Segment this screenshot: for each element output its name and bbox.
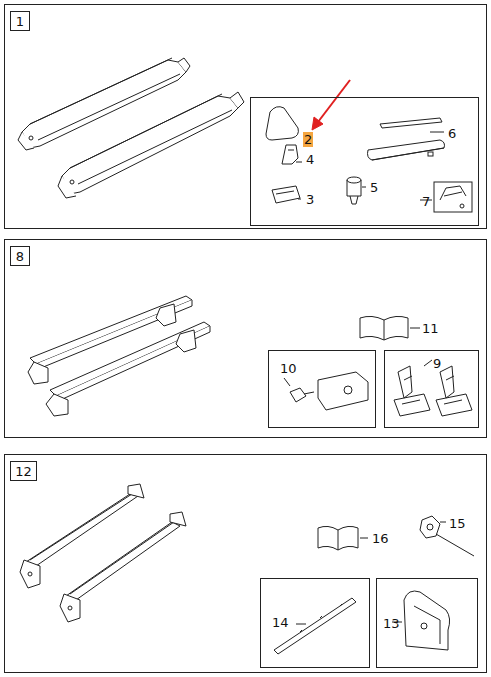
torque-tool xyxy=(420,516,474,556)
parts-detail-frame: 13 xyxy=(376,578,478,668)
figure-number: 12 xyxy=(14,464,33,479)
leader-line xyxy=(296,132,444,200)
figure-number: 8 xyxy=(15,249,25,264)
parts-detail-frame: 14 xyxy=(260,578,370,668)
rail-strip xyxy=(368,118,445,160)
bracket xyxy=(282,145,298,164)
leader-line xyxy=(424,360,432,366)
key xyxy=(284,372,368,410)
callout-number: 14 xyxy=(271,615,290,630)
mounting-foot xyxy=(394,366,472,416)
callout-number: 6 xyxy=(447,126,457,141)
callout-number: 3 xyxy=(305,192,315,207)
panel-frame xyxy=(5,5,487,229)
figure-number: 1 xyxy=(15,14,25,29)
roof-bar xyxy=(20,484,186,622)
instruction-booklet xyxy=(360,316,420,340)
figure-number-box: 12 xyxy=(10,461,37,481)
figure-number-box: 1 xyxy=(10,11,30,31)
panel-frame xyxy=(5,455,487,673)
callout-number: 10 xyxy=(279,361,298,376)
lock-cylinder xyxy=(347,177,361,204)
roof-bar xyxy=(18,58,244,198)
foot-cover xyxy=(266,107,298,140)
panel-frame xyxy=(5,240,487,438)
parts-detail-frame: 2 4 3 5 6 7 xyxy=(250,97,479,226)
parts-detail-frame: 9 xyxy=(384,350,479,428)
roof-bar xyxy=(28,296,210,416)
pointer-arrow xyxy=(312,80,350,130)
parts-detail-frame: 10 xyxy=(268,350,376,428)
callout-number: 4 xyxy=(305,152,315,167)
callout-number: 9 xyxy=(432,356,442,371)
callout-number: 5 xyxy=(369,180,379,195)
callout-number: 16 xyxy=(372,531,389,546)
end-cap xyxy=(404,591,450,650)
callout-number: 11 xyxy=(422,321,439,336)
callout-number: 7 xyxy=(421,194,431,209)
callout-number: 13 xyxy=(382,616,401,631)
rubber-pad xyxy=(272,186,300,203)
callout-number: 2 xyxy=(303,132,313,147)
instruction-booklet xyxy=(318,526,368,550)
instruction-sticker xyxy=(434,182,472,212)
figure-number-box: 8 xyxy=(10,246,30,266)
callout-number: 15 xyxy=(449,516,466,531)
